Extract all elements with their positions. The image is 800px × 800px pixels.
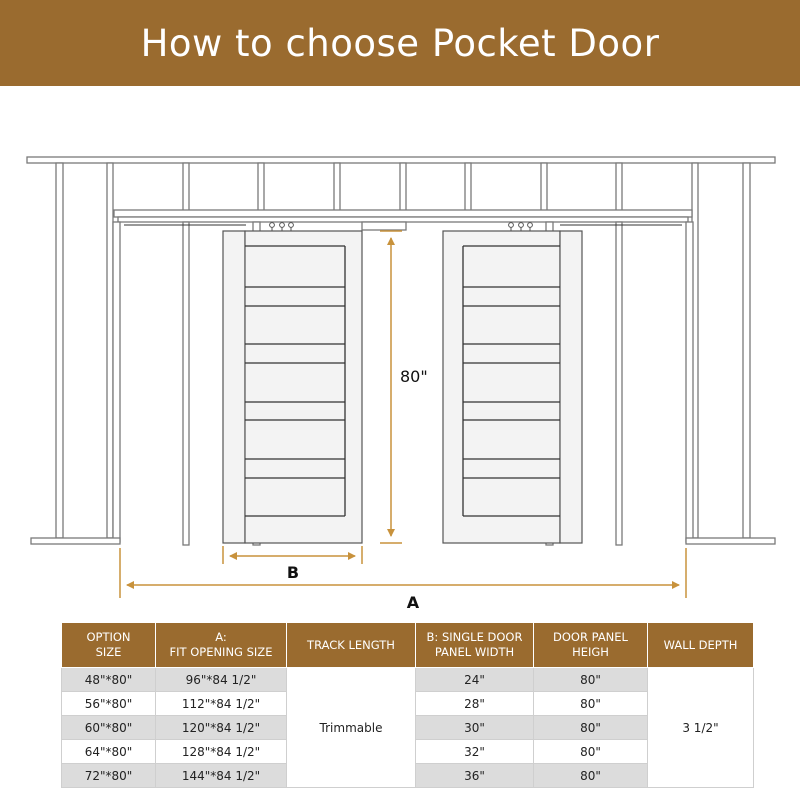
cell-opening: 112"*84 1/2" [155, 691, 287, 716]
wall-studs [55, 162, 751, 539]
cell-panel-height: 80" [533, 763, 648, 788]
cell-opening: 120"*84 1/2" [155, 715, 287, 740]
pocket-stud-right [615, 221, 623, 546]
door-panel-left [222, 230, 363, 544]
opening-width-label: A [407, 593, 420, 612]
header-beam [113, 209, 693, 218]
panel-width-dimension [222, 546, 363, 564]
roller-right [508, 222, 533, 233]
door-panel-right [442, 230, 583, 544]
title-banner: How to choose Pocket Door [0, 0, 800, 86]
cell-option: 60"*80" [61, 715, 156, 740]
table-row: 48"*80" 96"*84 1/2" Trimmable 24" 80" 3 … [61, 667, 754, 788]
pocket-stud-left [182, 221, 190, 546]
cell-panel-height: 80" [533, 691, 648, 716]
table-row: 56"*80" 112"*84 1/2" 28" 80" [61, 691, 754, 716]
opening-width-dimension [119, 548, 687, 598]
cell-panel-width: 28" [415, 691, 534, 716]
door-left-edge [222, 230, 246, 544]
door-left-body [244, 230, 363, 544]
track-bar [117, 216, 689, 223]
top-plate [26, 156, 776, 164]
jamb-right [685, 221, 694, 543]
jamb-left [112, 221, 121, 543]
header-wall-depth: WALL DEPTH [647, 622, 754, 668]
cell-option: 72"*80" [61, 763, 156, 788]
cell-option: 64"*80" [61, 739, 156, 764]
pocket-door-diagram: 80" B A [26, 156, 776, 612]
height-label: 80" [400, 367, 428, 386]
cell-panel-width: 30" [415, 715, 534, 740]
bottom-plate-right [685, 537, 776, 545]
header-track-length: TRACK LENGTH [286, 622, 416, 668]
door-left-rails [245, 245, 345, 517]
cell-opening: 96"*84 1/2" [155, 667, 287, 692]
cell-option: 56"*80" [61, 691, 156, 716]
cell-panel-height: 80" [533, 739, 648, 764]
header-fit-opening-size: A:FIT OPENING SIZE [155, 622, 287, 668]
bottom-plate-left [30, 537, 121, 545]
door-right-edge [559, 230, 583, 544]
table-row: 72"*80" 144"*84 1/2" 36" 80" [61, 763, 754, 788]
dimension-lines [119, 230, 687, 598]
cell-panel-height: 80" [533, 667, 648, 692]
wall-frame [26, 156, 776, 546]
center-gap-plate [361, 221, 407, 231]
cell-opening: 144"*84 1/2" [155, 763, 287, 788]
cell-opening: 128"*84 1/2" [155, 739, 287, 764]
cell-wall-depth: 3 1/2" [647, 667, 754, 788]
cell-panel-width: 24" [415, 667, 534, 692]
panel-width-label: B [287, 563, 299, 582]
page-title: How to choose Pocket Door [140, 21, 660, 65]
cell-panel-width: 32" [415, 739, 534, 764]
table-row: 64"*80" 128"*84 1/2" 32" 80" [61, 739, 754, 764]
cell-track-length: Trimmable [286, 667, 416, 788]
cell-option: 48"*80" [61, 667, 156, 692]
table-row: 60"*80" 120"*84 1/2" 30" 80" [61, 715, 754, 740]
height-dimension [380, 230, 402, 544]
cell-panel-width: 36" [415, 763, 534, 788]
door-right-body [442, 230, 561, 544]
door-right-rails [463, 245, 560, 517]
cell-panel-height: 80" [533, 715, 648, 740]
